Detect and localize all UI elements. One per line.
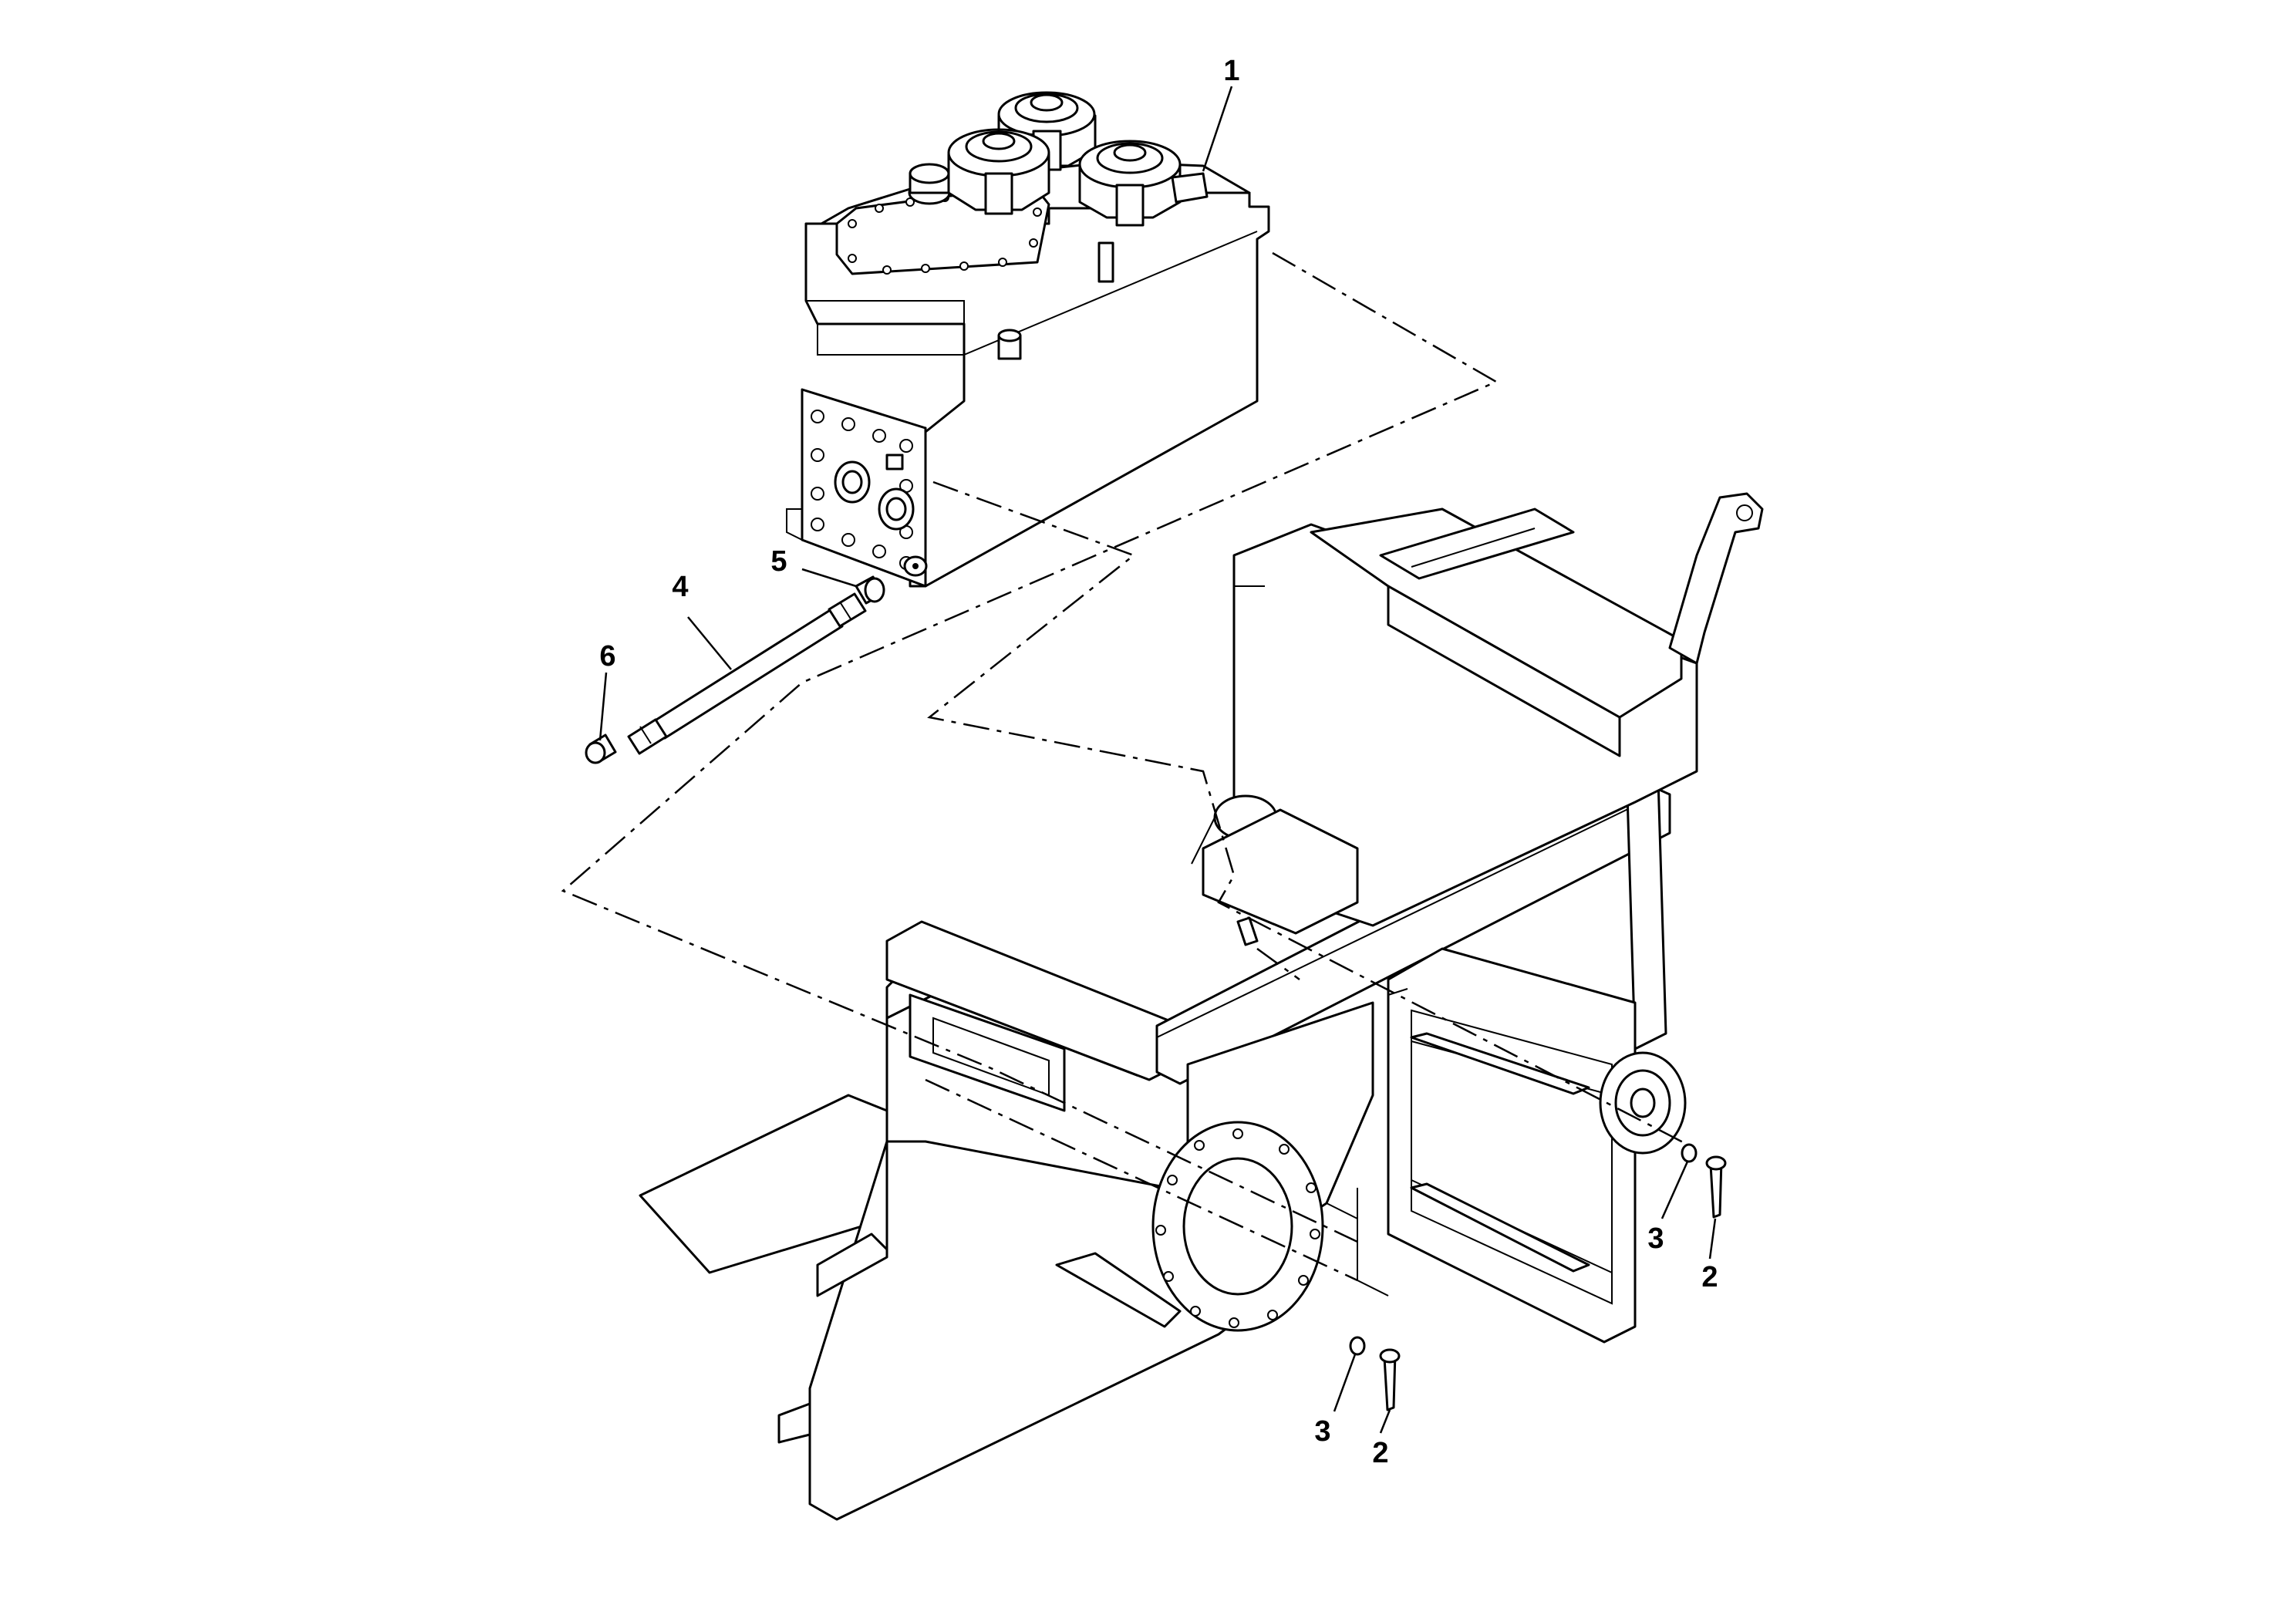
manifold-plate bbox=[786, 388, 927, 588]
machine-frame bbox=[639, 492, 1764, 1521]
screw-right bbox=[1705, 1155, 1727, 1219]
pulley bbox=[1599, 1051, 1687, 1155]
callouts: 1 2 2 3 3 4 5 6 bbox=[599, 55, 1718, 1469]
washer-right bbox=[1681, 1143, 1698, 1163]
hydraulic-hose bbox=[627, 592, 867, 755]
callout-2-left: 2 bbox=[1372, 1437, 1388, 1469]
alignment-lines bbox=[561, 251, 1690, 1282]
radiator-frame bbox=[1387, 947, 1637, 1344]
callout-6: 6 bbox=[599, 640, 615, 673]
pump-left bbox=[947, 128, 1050, 215]
hydraulic-tank bbox=[786, 91, 1270, 588]
callout-1: 1 bbox=[1223, 55, 1239, 87]
adapter-fitting bbox=[855, 575, 885, 605]
leader-lines bbox=[598, 86, 1717, 1434]
callout-4: 4 bbox=[672, 571, 688, 603]
pump-right bbox=[1078, 140, 1209, 227]
washer-left bbox=[1349, 1336, 1366, 1356]
drum-flange bbox=[1151, 1121, 1324, 1332]
callout-3-right: 3 bbox=[1647, 1222, 1664, 1255]
callout-3-left: 3 bbox=[1314, 1415, 1330, 1448]
screw-left bbox=[1379, 1348, 1401, 1411]
callout-2-right: 2 bbox=[1701, 1261, 1718, 1293]
callout-5: 5 bbox=[770, 545, 787, 578]
